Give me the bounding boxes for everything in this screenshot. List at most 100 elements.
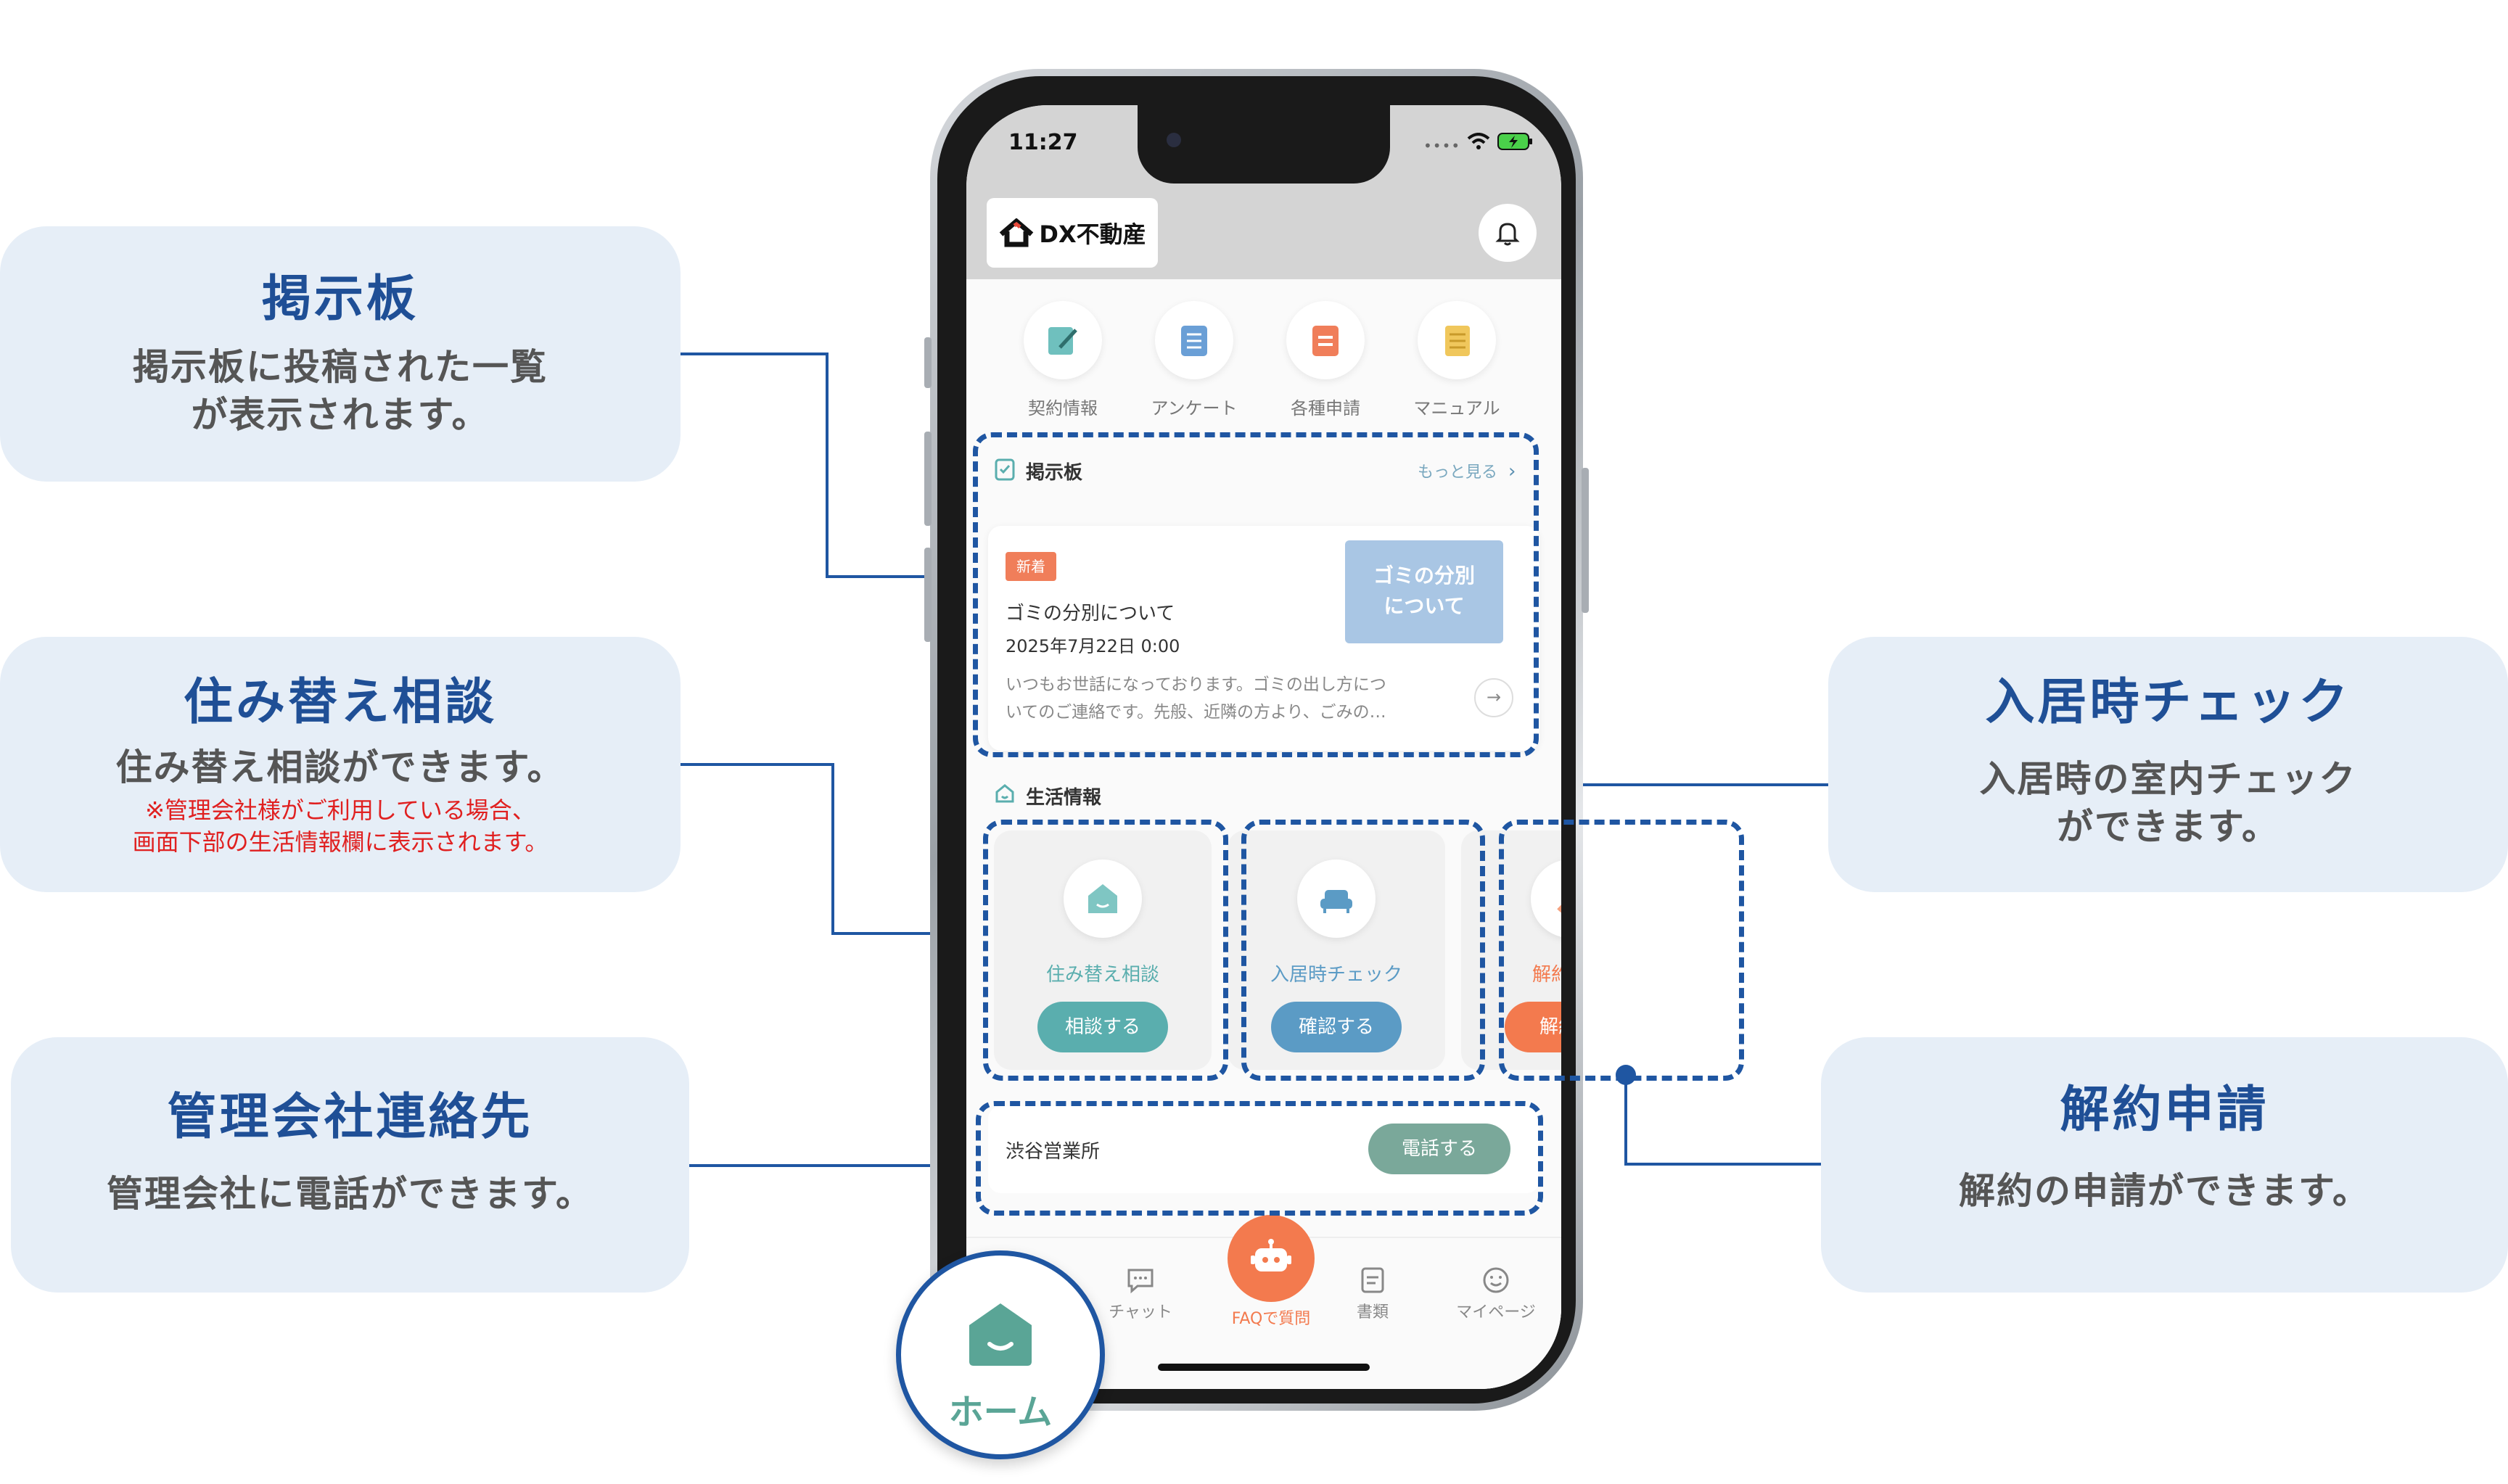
bulletin-heading: 掲示板: [1026, 462, 1083, 484]
volume-up-button: [924, 432, 932, 526]
status-time: 11:27: [1008, 130, 1078, 155]
chevron-right-icon: ›: [1508, 461, 1516, 482]
key-icon: [1557, 904, 1561, 913]
post-excerpt: いつもお世話になっております。ゴミの出し方につ いてのご連絡です。先般、近隣の方…: [1006, 671, 1441, 726]
callout-desc: 住み替え相談ができます。: [115, 746, 565, 788]
callout-note-line: 画面下部の生活情報欄に表示されます。: [132, 828, 548, 856]
call-office-button[interactable]: 電話する: [1368, 1124, 1510, 1174]
silent-switch: [924, 337, 932, 388]
wifi-icon: [1467, 133, 1490, 149]
callout-note-line: ※管理会社様がご利用している場合、: [145, 796, 535, 824]
signal-icon: ••••: [1423, 137, 1461, 154]
callout-desc-line: が表示されます。: [191, 394, 490, 436]
quick-label-contract: 契約情報: [1028, 398, 1098, 419]
post-title: ゴミの分別について: [1006, 603, 1175, 624]
highlight-bulletin: [973, 432, 1539, 757]
callout-desc-line: ができます。: [2057, 806, 2279, 848]
bulletin-card[interactable]: 新着 ゴミの分別について 2025年7月22日 0:00 ゴミの分別 について …: [988, 526, 1539, 751]
robot-icon: [1251, 1239, 1291, 1271]
callout-title: 管理会社連絡先: [167, 1089, 533, 1146]
movein-check-card[interactable]: 入居時チェック 確認する: [1228, 830, 1445, 1070]
callout-note: ※管理会社様がご利用している場合、 画面下部の生活情報欄に表示されます。: [0, 794, 681, 858]
callout-desc: 解約の申請ができます。: [1959, 1170, 2370, 1212]
life-info-heading-icon: [995, 784, 1014, 803]
highlight-movein: [1241, 820, 1485, 1081]
office-name: 渋谷営業所: [1006, 1141, 1101, 1163]
relocation-card[interactable]: 住み替え相談 相談する: [994, 830, 1212, 1070]
app-screen: 11:27 •••• DX不動産: [966, 105, 1561, 1389]
callout-relocation: 住み替え相談 住み替え相談ができます。 ※管理会社様がご利用している場合、 画面…: [0, 637, 681, 892]
cancellation-card[interactable]: 解約申請 解約する: [1461, 830, 1561, 1070]
tab-chat[interactable]: チャット: [1097, 1266, 1184, 1322]
contract-icon: [1048, 327, 1077, 355]
quick-survey-button[interactable]: [1155, 301, 1233, 379]
home-tab-zoom[interactable]: ホーム: [896, 1250, 1105, 1459]
quick-manual-button[interactable]: [1418, 301, 1496, 379]
callout-cancellation: 解約申請 解約の申請ができます。: [1821, 1037, 2508, 1293]
tab-documents[interactable]: 書類: [1329, 1266, 1416, 1322]
phone-frame: 11:27 •••• DX不動産: [924, 69, 1589, 1411]
front-camera: [1167, 133, 1181, 147]
callout-desc-line: 掲示板に投稿された一覧: [133, 346, 548, 388]
life-info-heading: 生活情報: [1026, 787, 1102, 809]
new-badge: 新着: [1006, 552, 1056, 581]
application-icon: [1312, 326, 1339, 356]
relocation-label: 住み替え相談: [1045, 964, 1159, 986]
tab-faq[interactable]: [1228, 1215, 1315, 1302]
callout-title: 掲示板: [261, 271, 419, 328]
quick-application-button[interactable]: [1286, 301, 1365, 379]
callout-desc-line: 入居時の室内チェック: [1979, 758, 2357, 800]
power-button: [1582, 468, 1589, 613]
office-contact-card: 渋谷営業所 電話する: [988, 1106, 1539, 1193]
quick-label-survey: アンケート: [1151, 398, 1238, 419]
highlight-company: [976, 1101, 1543, 1216]
sofa-icon: [1320, 890, 1352, 913]
survey-icon: [1181, 326, 1207, 356]
callout-bulletin: 掲示板 掲示板に投稿された一覧 が表示されます。: [0, 226, 681, 482]
tab-faq-label: FAQで質問: [1231, 1310, 1311, 1328]
quick-contract-button[interactable]: [1024, 301, 1102, 379]
post-open-button[interactable]: →: [1474, 678, 1513, 717]
bell-icon: [1495, 223, 1520, 246]
key-icon-circle: [1531, 860, 1561, 938]
house-logo-icon: [1000, 218, 1034, 247]
callout-movein-check: 入居時チェック 入居時の室内チェック ができます。: [1828, 637, 2508, 892]
manual-icon: [1445, 326, 1470, 356]
callout-title: 住み替え相談: [183, 674, 497, 731]
quick-label-application: 各種申請: [1291, 398, 1360, 419]
callout-desc: 管理会社に電話ができます。: [107, 1173, 593, 1215]
home-indicator: [1158, 1364, 1370, 1371]
phone-bezel: 11:27 •••• DX不動産: [937, 76, 1576, 1403]
tab-mypage-label: マイページ: [1456, 1303, 1536, 1322]
bulletin-more-link[interactable]: もっと見る ›: [1418, 459, 1516, 482]
relocation-consult-button[interactable]: 相談する: [1037, 1002, 1168, 1052]
chat-icon: [1127, 1269, 1154, 1294]
callout-company-contact: 管理会社連絡先 管理会社に電話ができます。: [11, 1037, 689, 1293]
tab-chat-label: チャット: [1109, 1303, 1172, 1322]
cancellation-apply-button[interactable]: 解約する: [1505, 1002, 1561, 1052]
battery-icon: [1497, 133, 1532, 150]
bulletin-heading-icon: [995, 458, 1015, 481]
document-icon: [1361, 1267, 1384, 1293]
sofa-icon-circle: [1297, 860, 1376, 938]
more-link-label: もっと見る: [1418, 463, 1498, 482]
home-icon: [969, 1303, 1032, 1366]
tab-mypage[interactable]: マイページ: [1445, 1266, 1547, 1322]
callout-desc: 掲示板に投稿された一覧 が表示されます。: [0, 343, 681, 439]
post-thumbnail: ゴミの分別 について: [1345, 540, 1503, 643]
highlight-cancellation: [1499, 820, 1744, 1081]
notch: [1138, 105, 1390, 184]
cancellation-label: 解約申請: [1531, 964, 1561, 986]
post-date: 2025年7月22日 0:00: [1006, 636, 1180, 656]
arrow-right-icon: →: [1486, 687, 1502, 707]
excerpt-line: いつもお世話になっております。ゴミの出し方につ: [1006, 675, 1386, 694]
movein-confirm-button[interactable]: 確認する: [1271, 1002, 1402, 1052]
movein-label: 入居時チェック: [1270, 964, 1402, 986]
excerpt-line: いてのご連絡です。先般、近隣の方より、ごみの…: [1006, 703, 1386, 722]
app-logo[interactable]: DX不動産: [987, 198, 1158, 268]
logo-text: DX不動産: [1039, 220, 1146, 248]
volume-down-button: [924, 548, 932, 642]
highlight-relocation: [983, 820, 1228, 1081]
callout-desc: 入居時の室内チェック ができます。: [1828, 755, 2508, 851]
notification-button[interactable]: [1479, 204, 1537, 262]
